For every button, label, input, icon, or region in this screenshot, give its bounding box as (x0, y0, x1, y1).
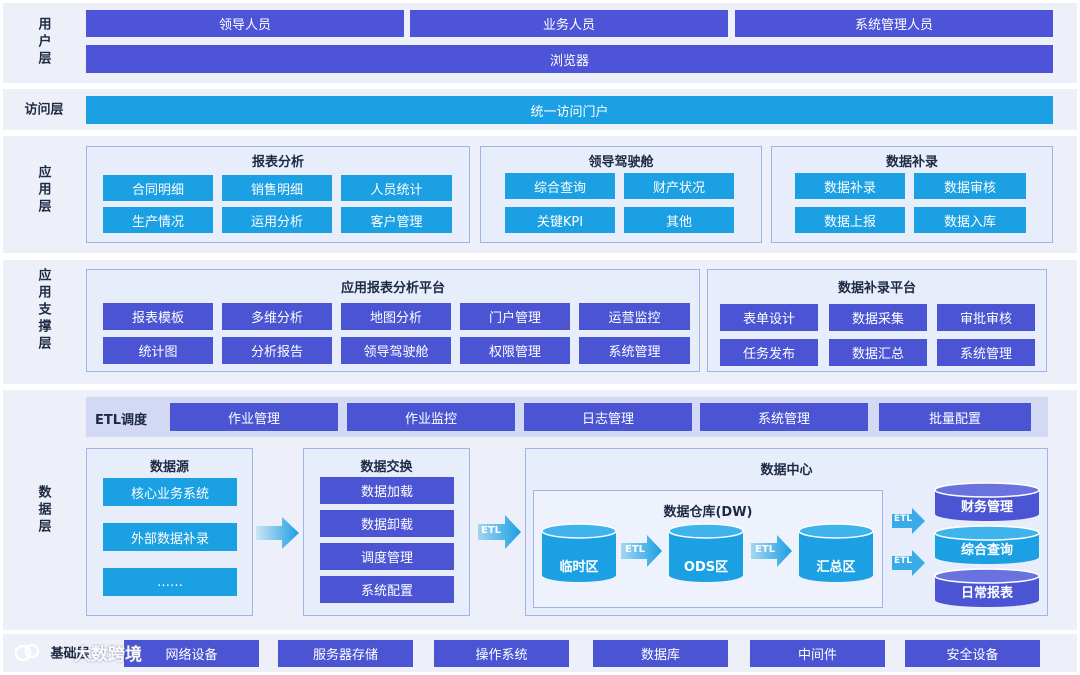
platform-item[interactable]: 系统管理 (579, 337, 690, 364)
panel-title: 数据补录 (885, 155, 938, 170)
cockpit-item[interactable]: 综合查询 (505, 173, 615, 199)
supplement-platform-item[interactable]: 表单设计 (720, 304, 818, 331)
portal-bar[interactable]: 统一访问门户 (86, 96, 1053, 124)
panel-title: 报表分析 (251, 155, 304, 170)
report-item[interactable]: 销售明细 (222, 175, 332, 201)
watermark: 大数跨境 (14, 640, 142, 665)
dw-summary-zone[interactable]: 汇总区 (816, 560, 856, 575)
dw-ods-zone[interactable]: ODS区 (683, 560, 729, 575)
database-icon (934, 482, 1040, 521)
platform-item[interactable]: 门户管理 (460, 303, 570, 330)
panel-title: 数据源 (149, 460, 189, 475)
exchange-item[interactable]: 数据加载 (320, 477, 454, 504)
base-item[interactable]: 数据库 (593, 640, 728, 667)
platform-item[interactable]: 分析报告 (222, 337, 332, 364)
etl-tag: ETL (625, 544, 646, 555)
platform-item[interactable]: 报表模板 (103, 303, 213, 330)
base-item[interactable]: 服务器存储 (278, 640, 413, 667)
report-item[interactable]: 合同明细 (103, 175, 213, 201)
platform-item[interactable]: 领导驾驶舱 (341, 337, 451, 364)
cockpit-item[interactable]: 其他 (624, 207, 734, 233)
supplement-platform-item[interactable]: 审批审核 (937, 304, 1035, 331)
cockpit-item[interactable]: 财产状况 (624, 173, 734, 199)
exchange-item[interactable]: 系统配置 (320, 576, 454, 603)
etl-item[interactable]: 日志管理 (524, 403, 692, 431)
supplement-item[interactable]: 数据入库 (914, 207, 1026, 233)
etl-tag: ETL (894, 556, 913, 566)
base-item[interactable]: 安全设备 (905, 640, 1040, 667)
platform-item[interactable]: 权限管理 (460, 337, 570, 364)
report-item[interactable]: 客户管理 (341, 207, 452, 233)
watermark-logo-icon (14, 643, 40, 661)
report-item[interactable]: 人员统计 (341, 175, 452, 201)
data-layer-label: 数 据 层 (38, 485, 52, 535)
panel-title: 数据交换 (360, 460, 413, 475)
etl-arrow-icon (751, 535, 792, 567)
role-admin[interactable]: 系统管理人员 (735, 10, 1053, 37)
panel-title: 应用报表分析平台 (340, 281, 445, 296)
mart-query[interactable]: 综合查询 (960, 543, 1013, 558)
etl-item[interactable]: 批量配置 (879, 403, 1031, 431)
etl-item[interactable]: 作业管理 (170, 403, 338, 431)
dw-title: 数据仓库(DW) (663, 505, 753, 520)
data-center-title: 数据中心 (760, 463, 813, 478)
app-layer-label: 应 用 层 (38, 165, 52, 215)
supplement-platform-item[interactable]: 数据采集 (829, 304, 927, 331)
arrow-right-icon (256, 517, 299, 549)
dw-temp-zone[interactable]: 临时区 (559, 560, 599, 575)
exchange-item[interactable]: 数据卸载 (320, 510, 454, 537)
platform-item[interactable]: 统计图 (103, 337, 213, 364)
platform-item[interactable]: 地图分析 (341, 303, 451, 330)
role-business[interactable]: 业务人员 (410, 10, 728, 37)
database-icon (668, 523, 744, 582)
etl-tag: ETL (481, 525, 502, 536)
exchange-item[interactable]: 调度管理 (320, 543, 454, 570)
database-icon (934, 525, 1040, 564)
base-item[interactable]: 操作系统 (434, 640, 569, 667)
base-item[interactable]: 网络设备 (124, 640, 259, 667)
etl-arrow-icon (621, 535, 662, 567)
watermark-text: 大数跨境 (74, 645, 142, 665)
database-icon (798, 523, 874, 582)
etl-arrow-icon (892, 550, 925, 576)
etl-arrow-icon (478, 515, 521, 549)
panel-title: 领导驾驶舱 (588, 155, 654, 170)
supplement-item[interactable]: 数据补录 (795, 173, 905, 199)
supplement-platform-item[interactable]: 系统管理 (937, 339, 1035, 366)
etl-item[interactable]: 作业监控 (347, 403, 515, 431)
etl-arrow-icon (892, 508, 925, 534)
etl-scheduling-label: ETL调度 (95, 413, 148, 428)
data-source-item[interactable]: 外部数据补录 (103, 523, 237, 551)
platform-item[interactable]: 运营监控 (579, 303, 690, 330)
user-layer-label: 用 户 层 (38, 17, 52, 67)
report-item[interactable]: 生产情况 (103, 207, 213, 233)
database-icon (934, 568, 1040, 607)
browser-bar[interactable]: 浏览器 (86, 45, 1053, 73)
etl-tag: ETL (755, 544, 776, 555)
support-layer-label: 应 用 支 撑 层 (38, 268, 52, 352)
mart-finance[interactable]: 财务管理 (960, 500, 1013, 515)
base-item[interactable]: 中间件 (750, 640, 885, 667)
supplement-platform-item[interactable]: 数据汇总 (829, 339, 927, 366)
supplement-platform-item[interactable]: 任务发布 (720, 339, 818, 366)
mart-daily-report[interactable]: 日常报表 (960, 586, 1013, 601)
access-layer-label: 访问层 (24, 102, 64, 118)
platform-item[interactable]: 多维分析 (222, 303, 332, 330)
data-source-item[interactable]: 核心业务系统 (103, 478, 237, 506)
supplement-item[interactable]: 数据审核 (914, 173, 1026, 199)
cockpit-item[interactable]: 关键KPI (505, 207, 615, 233)
data-source-item[interactable]: …… (103, 568, 237, 596)
supplement-item[interactable]: 数据上报 (795, 207, 905, 233)
panel-title: 数据补录平台 (837, 281, 916, 296)
report-item[interactable]: 运用分析 (222, 207, 332, 233)
etl-item[interactable]: 系统管理 (700, 403, 868, 431)
base-layer-label: 基础层 (50, 646, 90, 662)
database-icon (541, 523, 617, 582)
role-leader[interactable]: 领导人员 (86, 10, 404, 37)
etl-tag: ETL (894, 514, 913, 524)
